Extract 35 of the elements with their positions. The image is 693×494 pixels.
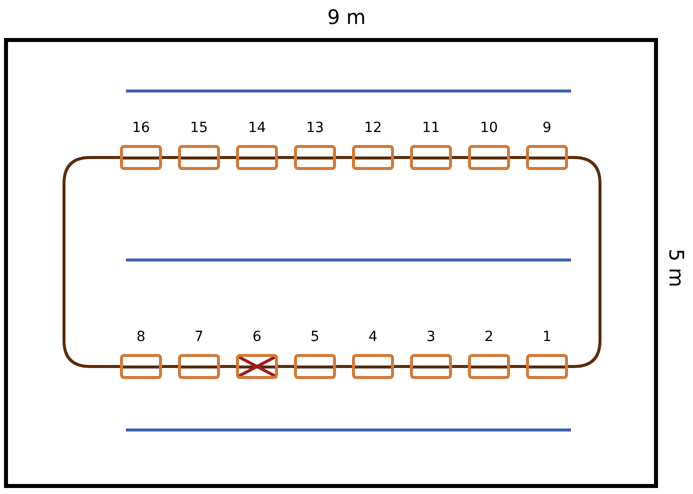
track-line xyxy=(278,365,294,368)
track-line xyxy=(336,365,352,368)
slot-number: 14 xyxy=(248,119,266,138)
track-line xyxy=(452,156,468,159)
room-outline xyxy=(4,38,658,488)
track-line xyxy=(394,365,410,368)
dimension-label: 5 m xyxy=(663,248,690,288)
track-line xyxy=(278,156,294,159)
track-line xyxy=(162,365,178,368)
slot-number: 6 xyxy=(252,328,262,347)
slot-number: 9 xyxy=(542,119,552,138)
track-line xyxy=(220,365,236,368)
slot-number: 13 xyxy=(306,119,324,138)
slot-number: 15 xyxy=(190,119,208,138)
slot-number: 12 xyxy=(364,119,382,138)
dimension-label: 9 m xyxy=(327,4,366,31)
slot-number: 8 xyxy=(136,328,146,347)
slot-number: 16 xyxy=(132,119,150,138)
track-line xyxy=(336,156,352,159)
slot-number: 1 xyxy=(542,328,552,347)
slot-number: 10 xyxy=(480,119,498,138)
track-line xyxy=(220,156,236,159)
slot-number: 7 xyxy=(194,328,204,347)
slot-number: 11 xyxy=(422,119,440,138)
track-line xyxy=(568,156,602,368)
track-line xyxy=(162,156,178,159)
track-line xyxy=(510,156,526,159)
slot-number: 2 xyxy=(484,328,494,347)
track-line xyxy=(394,156,410,159)
slot-number: 3 xyxy=(426,328,436,347)
track-line xyxy=(62,156,120,368)
track-line xyxy=(510,365,526,368)
slot-number: 5 xyxy=(310,328,320,347)
track-line xyxy=(452,365,468,368)
slot-number: 4 xyxy=(368,328,378,347)
